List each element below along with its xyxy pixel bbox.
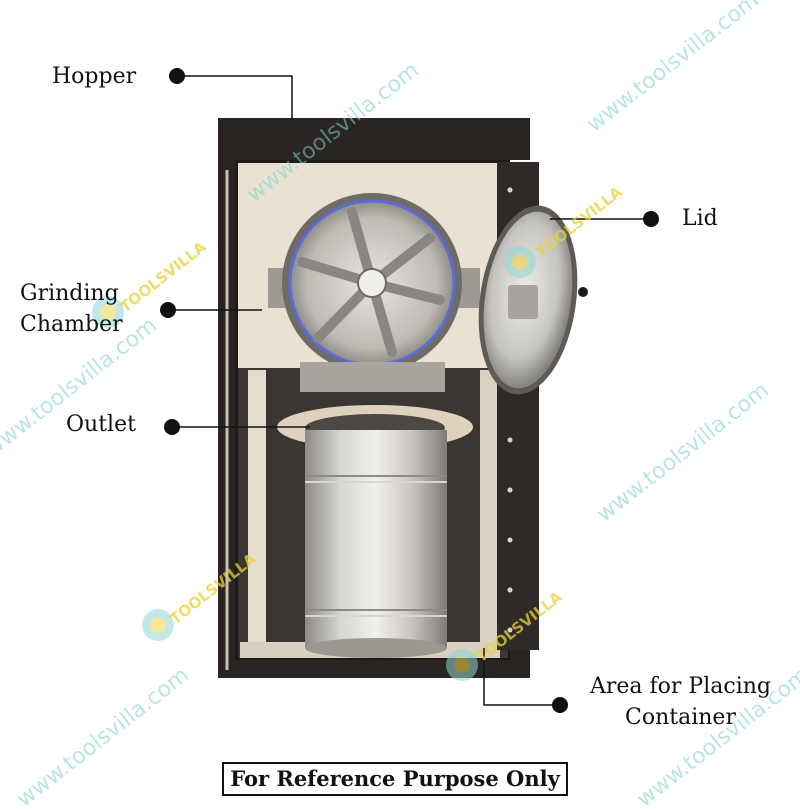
callout-dot-icon <box>160 302 176 318</box>
watermark-logos <box>92 246 536 681</box>
toolsvilla-logo-icon <box>446 649 478 681</box>
toolsvilla-logo-icon <box>92 296 124 328</box>
grinding-chamber-label-line2: Chamber <box>20 312 123 337</box>
toolsvilla-logo-icon <box>504 246 536 278</box>
area-leader <box>483 648 560 706</box>
callout-dot-icon <box>643 211 659 227</box>
hopper-leader <box>177 75 293 120</box>
callout-dot-icon <box>164 419 180 435</box>
hopper-label: Hopper <box>52 64 137 89</box>
container <box>305 430 447 658</box>
container-area-label: Area for Placing Container <box>590 671 771 733</box>
grinding-chamber-label: Grinding Chamber <box>20 278 123 340</box>
lid-label: Lid <box>682 206 718 231</box>
container-area-label-line2: Container <box>625 705 736 730</box>
outlet-label: Outlet <box>66 412 136 437</box>
callout-dot-icon <box>552 697 568 713</box>
callout-dot-icon <box>169 68 185 84</box>
container-area-label-line1: Area for Placing <box>590 674 771 699</box>
callout-dots <box>160 68 659 713</box>
grinding-chamber-label-line1: Grinding <box>20 281 119 306</box>
toolsvilla-logo-icon <box>142 609 174 641</box>
callout-lines <box>168 75 651 706</box>
grinding-chamber <box>268 193 480 392</box>
reference-note: For Reference Purpose Only <box>230 766 560 791</box>
reference-note-box: For Reference Purpose Only <box>222 762 568 796</box>
